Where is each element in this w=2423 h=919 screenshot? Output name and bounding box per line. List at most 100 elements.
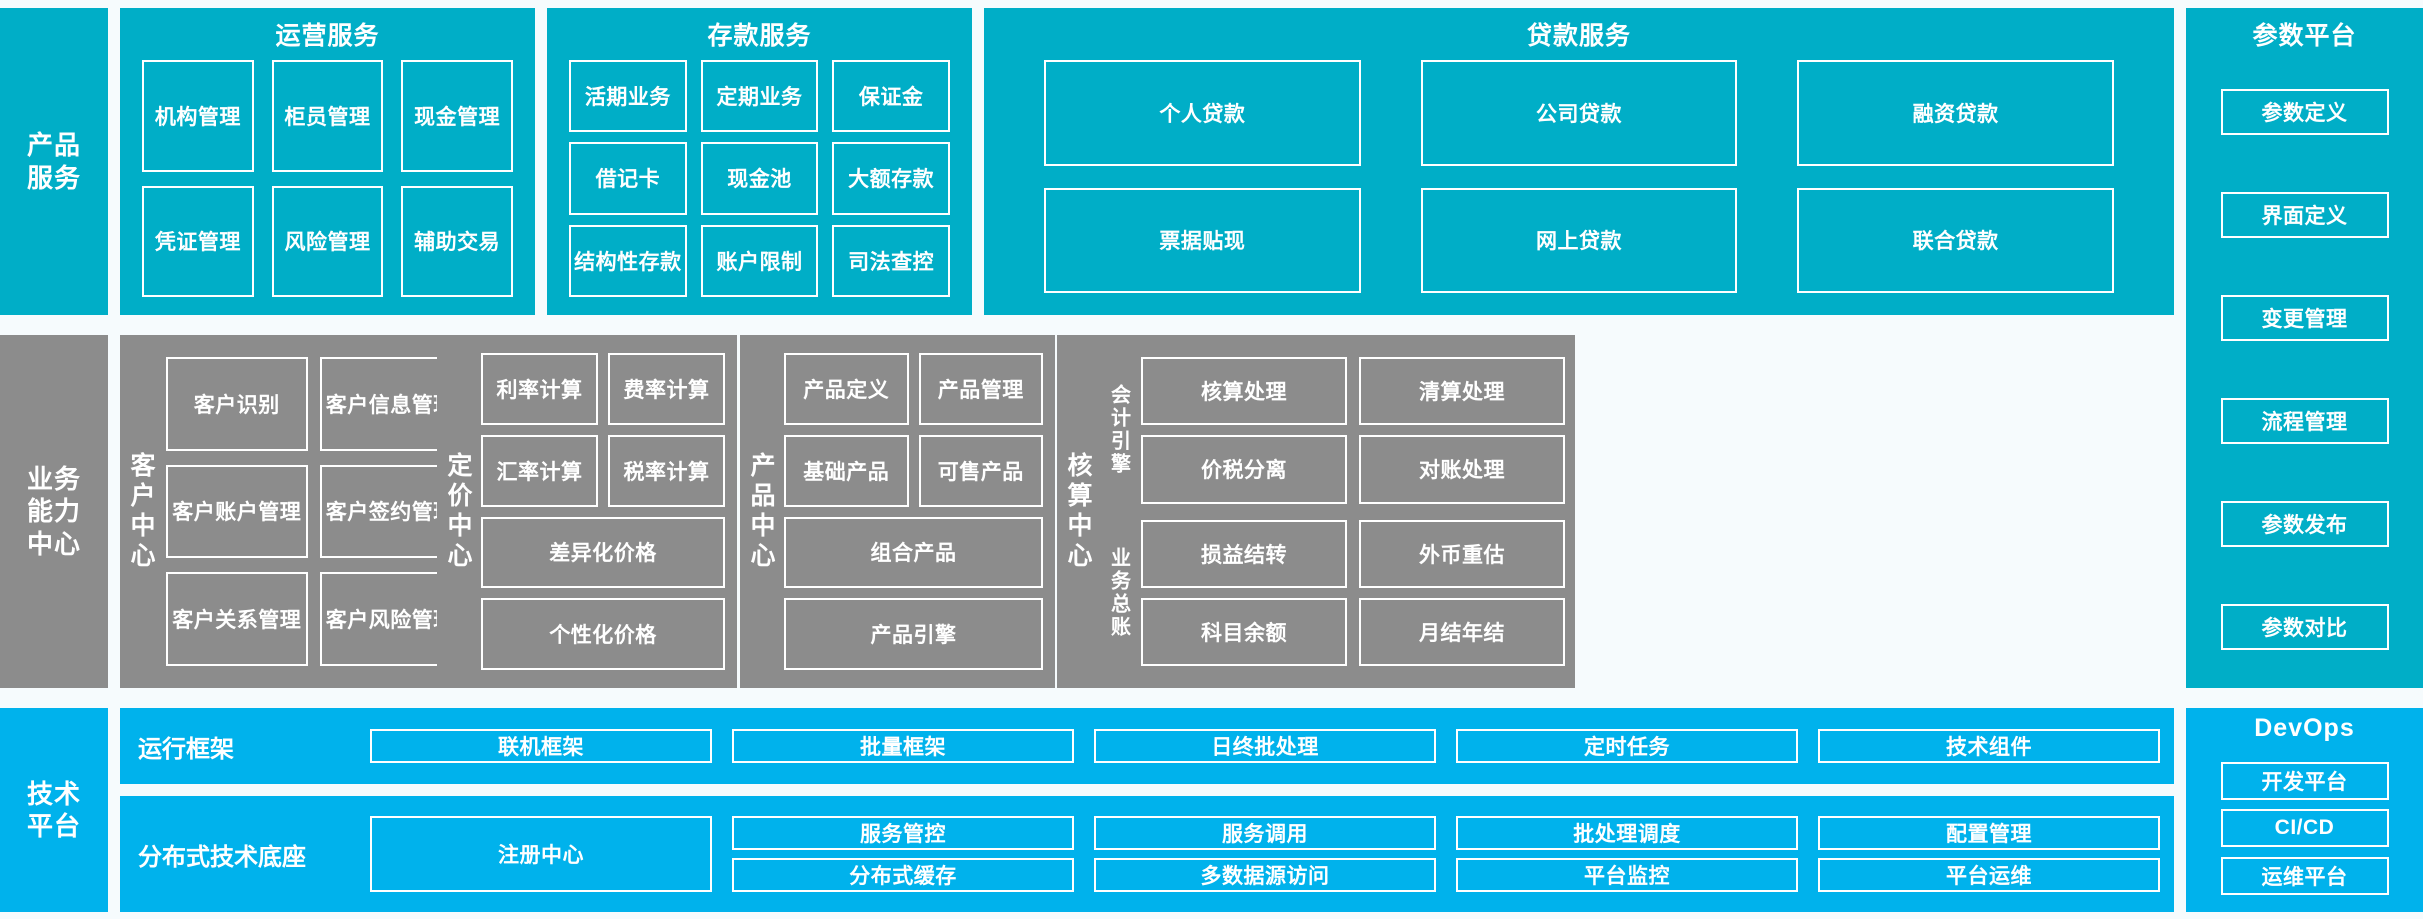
tech-cell[interactable]: 联机框架	[370, 729, 712, 763]
center-name-customer: 客户中心	[127, 451, 155, 572]
capability-cell[interactable]: 外币重估	[1359, 519, 1565, 588]
service-cell[interactable]: 柜员管理	[271, 60, 384, 172]
capability-cell[interactable]: 科目余额	[1141, 597, 1347, 666]
devops-item[interactable]: CI/CD	[2220, 809, 2389, 847]
technology-platform-label-line2: 平台	[26, 811, 81, 841]
capability-cell[interactable]: 客户关系管理	[166, 572, 308, 666]
accounting-subsection-ledger: 业务总账 损益结转 外币重估 科目余额 月结年结	[1099, 512, 1575, 675]
group-deposit-services: 存款服务 活期业务 定期业务 保证金 借记卡 现金池 大额存款 结构性存款 账户…	[547, 8, 972, 315]
capability-cell[interactable]: 产品定义	[784, 353, 909, 425]
center-accounting: 核算中心 会计引擎 核算处理 清算处理 价税分离 对账处理 业务总账 损益结转 …	[1057, 335, 1575, 688]
capability-cell[interactable]: 利率计算	[481, 353, 598, 425]
capability-cell[interactable]: 客户账户管理	[166, 464, 308, 559]
service-cell[interactable]: 现金管理	[401, 60, 513, 172]
tech-cell[interactable]: 服务管控	[732, 816, 1074, 850]
tech-cell[interactable]: 平台监控	[1456, 858, 1798, 892]
devops-item[interactable]: 开发平台	[2220, 761, 2389, 800]
tech-cell[interactable]: 批处理调度	[1456, 816, 1798, 850]
service-cell[interactable]: 司法查控	[832, 224, 950, 297]
service-cell[interactable]: 风险管理	[271, 185, 384, 297]
sidebar-parameter-platform: 参数平台 参数定义 界面定义 变更管理 流程管理 参数发布 参数对比	[2186, 8, 2423, 688]
tech-cell[interactable]: 平台运维	[1818, 858, 2160, 892]
tech-cell[interactable]: 服务调用	[1094, 816, 1436, 850]
product-service-label-line2: 服务	[26, 162, 81, 193]
devops-item[interactable]: 运维平台	[2220, 856, 2389, 895]
parameter-platform-item[interactable]: 参数发布	[2220, 500, 2389, 547]
capability-cell-wide[interactable]: 产品引擎	[784, 598, 1043, 670]
group-operation-services: 运营服务 机构管理 柜员管理 现金管理 凭证管理 风险管理 辅助交易	[120, 8, 535, 315]
capability-cell[interactable]: 费率计算	[608, 353, 725, 425]
parameter-platform-item[interactable]: 界面定义	[2220, 191, 2389, 238]
center-name-pricing: 定价中心	[444, 451, 472, 572]
tech-row-name-distributed-base: 分布式技术底座	[138, 843, 306, 871]
parameter-platform-item[interactable]: 参数定义	[2220, 88, 2389, 135]
service-cell[interactable]: 票据贴现	[1044, 187, 1361, 293]
capability-cell[interactable]: 基础产品	[784, 434, 909, 507]
group-title-operation-services: 运营服务	[275, 22, 380, 50]
service-cell[interactable]: 个人贷款	[1044, 60, 1361, 166]
sidebar-devops: DevOps 开发平台 CI/CD 运维平台	[2186, 708, 2423, 912]
capability-cell-wide[interactable]: 个性化价格	[481, 598, 725, 670]
tech-cell[interactable]: 多数据源访问	[1094, 858, 1436, 892]
layer-label-technology-platform: 技术 平台	[0, 708, 108, 912]
service-cell[interactable]: 结构性存款	[569, 224, 687, 297]
capability-cell[interactable]: 产品管理	[918, 353, 1043, 425]
center-product: 产品中心 产品定义 产品管理 基础产品 可售产品 组合产品 产品引擎	[740, 335, 1055, 688]
parameter-platform-item[interactable]: 参数对比	[2220, 603, 2389, 650]
parameter-platform-item[interactable]: 变更管理	[2220, 294, 2389, 341]
subsection-name-accounting-engine: 会计引擎	[1107, 384, 1130, 477]
subsection-name-business-ledger: 业务总账	[1107, 546, 1130, 639]
service-cell[interactable]: 定期业务	[700, 60, 819, 133]
technology-platform-label-line1: 技术	[26, 778, 81, 809]
tech-row-distributed-base: 分布式技术底座 注册中心 服务管控 服务调用 批处理调度 配置管理 分布式缓存 …	[120, 796, 2174, 912]
tech-row-name-runtime-framework: 运行框架	[138, 735, 234, 763]
service-cell[interactable]: 联合贷款	[1797, 187, 2114, 293]
capability-cell-wide[interactable]: 组合产品	[784, 516, 1043, 589]
capability-cell-wide[interactable]: 差异化价格	[481, 516, 725, 589]
tech-row-runtime-framework: 运行框架 联机框架 批量框架 日终批处理 定时任务 技术组件	[120, 708, 2174, 784]
center-name-product: 产品中心	[747, 451, 775, 572]
layer-label-product-service: 产品 服务	[0, 8, 108, 315]
service-cell[interactable]: 活期业务	[569, 60, 687, 133]
group-title-loan-services: 贷款服务	[1526, 22, 1631, 50]
service-cell[interactable]: 网上贷款	[1420, 187, 1738, 293]
service-cell[interactable]: 公司贷款	[1420, 60, 1738, 166]
capability-cell[interactable]: 汇率计算	[481, 434, 598, 507]
capability-cell[interactable]: 客户识别	[166, 357, 308, 451]
capability-cell[interactable]: 损益结转	[1141, 519, 1347, 588]
tech-cell-registry[interactable]: 注册中心	[370, 816, 712, 892]
sidebar-title-devops: DevOps	[2254, 714, 2355, 742]
capability-cell[interactable]: 月结年结	[1359, 597, 1565, 666]
service-cell[interactable]: 账户限制	[700, 224, 819, 297]
product-service-label-line1: 产品	[26, 130, 81, 160]
tech-cell[interactable]: 技术组件	[1818, 729, 2160, 763]
service-cell[interactable]: 保证金	[832, 60, 950, 133]
service-cell[interactable]: 现金池	[700, 142, 819, 215]
service-cell[interactable]: 借记卡	[569, 142, 687, 215]
tech-cell[interactable]: 配置管理	[1818, 816, 2160, 850]
capability-cell[interactable]: 清算处理	[1359, 357, 1565, 426]
service-cell[interactable]: 机构管理	[142, 60, 254, 172]
service-cell[interactable]: 大额存款	[832, 142, 950, 215]
sidebar-title-parameter-platform: 参数平台	[2252, 22, 2357, 50]
service-cell[interactable]: 辅助交易	[401, 185, 513, 297]
tech-cell[interactable]: 分布式缓存	[732, 858, 1074, 892]
capability-cell[interactable]: 可售产品	[918, 434, 1043, 507]
service-cell[interactable]: 凭证管理	[142, 185, 254, 297]
business-capability-label-line2: 能力	[26, 496, 81, 527]
capability-cell[interactable]: 核算处理	[1141, 357, 1347, 426]
center-customer: 客户中心 客户识别 客户信息管理 客户账户管理 客户签约管理 客户关系管理 客户…	[120, 335, 475, 688]
tech-cell[interactable]: 日终批处理	[1094, 729, 1436, 763]
capability-cell[interactable]: 对账处理	[1359, 435, 1565, 504]
service-cell[interactable]: 融资贷款	[1797, 60, 2114, 166]
tech-cell[interactable]: 批量框架	[732, 729, 1074, 763]
parameter-platform-item[interactable]: 流程管理	[2220, 397, 2389, 444]
capability-cell[interactable]: 价税分离	[1141, 435, 1347, 504]
business-capability-label-line3: 中心	[26, 528, 81, 559]
capability-cell[interactable]: 税率计算	[608, 434, 725, 507]
tech-cell[interactable]: 定时任务	[1456, 729, 1798, 763]
center-name-accounting: 核算中心	[1064, 451, 1092, 572]
center-pricing: 定价中心 利率计算 费率计算 汇率计算 税率计算 差异化价格 个性化价格	[437, 335, 737, 688]
group-loan-services: 贷款服务 个人贷款 公司贷款 融资贷款 票据贴现 网上贷款 联合贷款	[984, 8, 2174, 315]
